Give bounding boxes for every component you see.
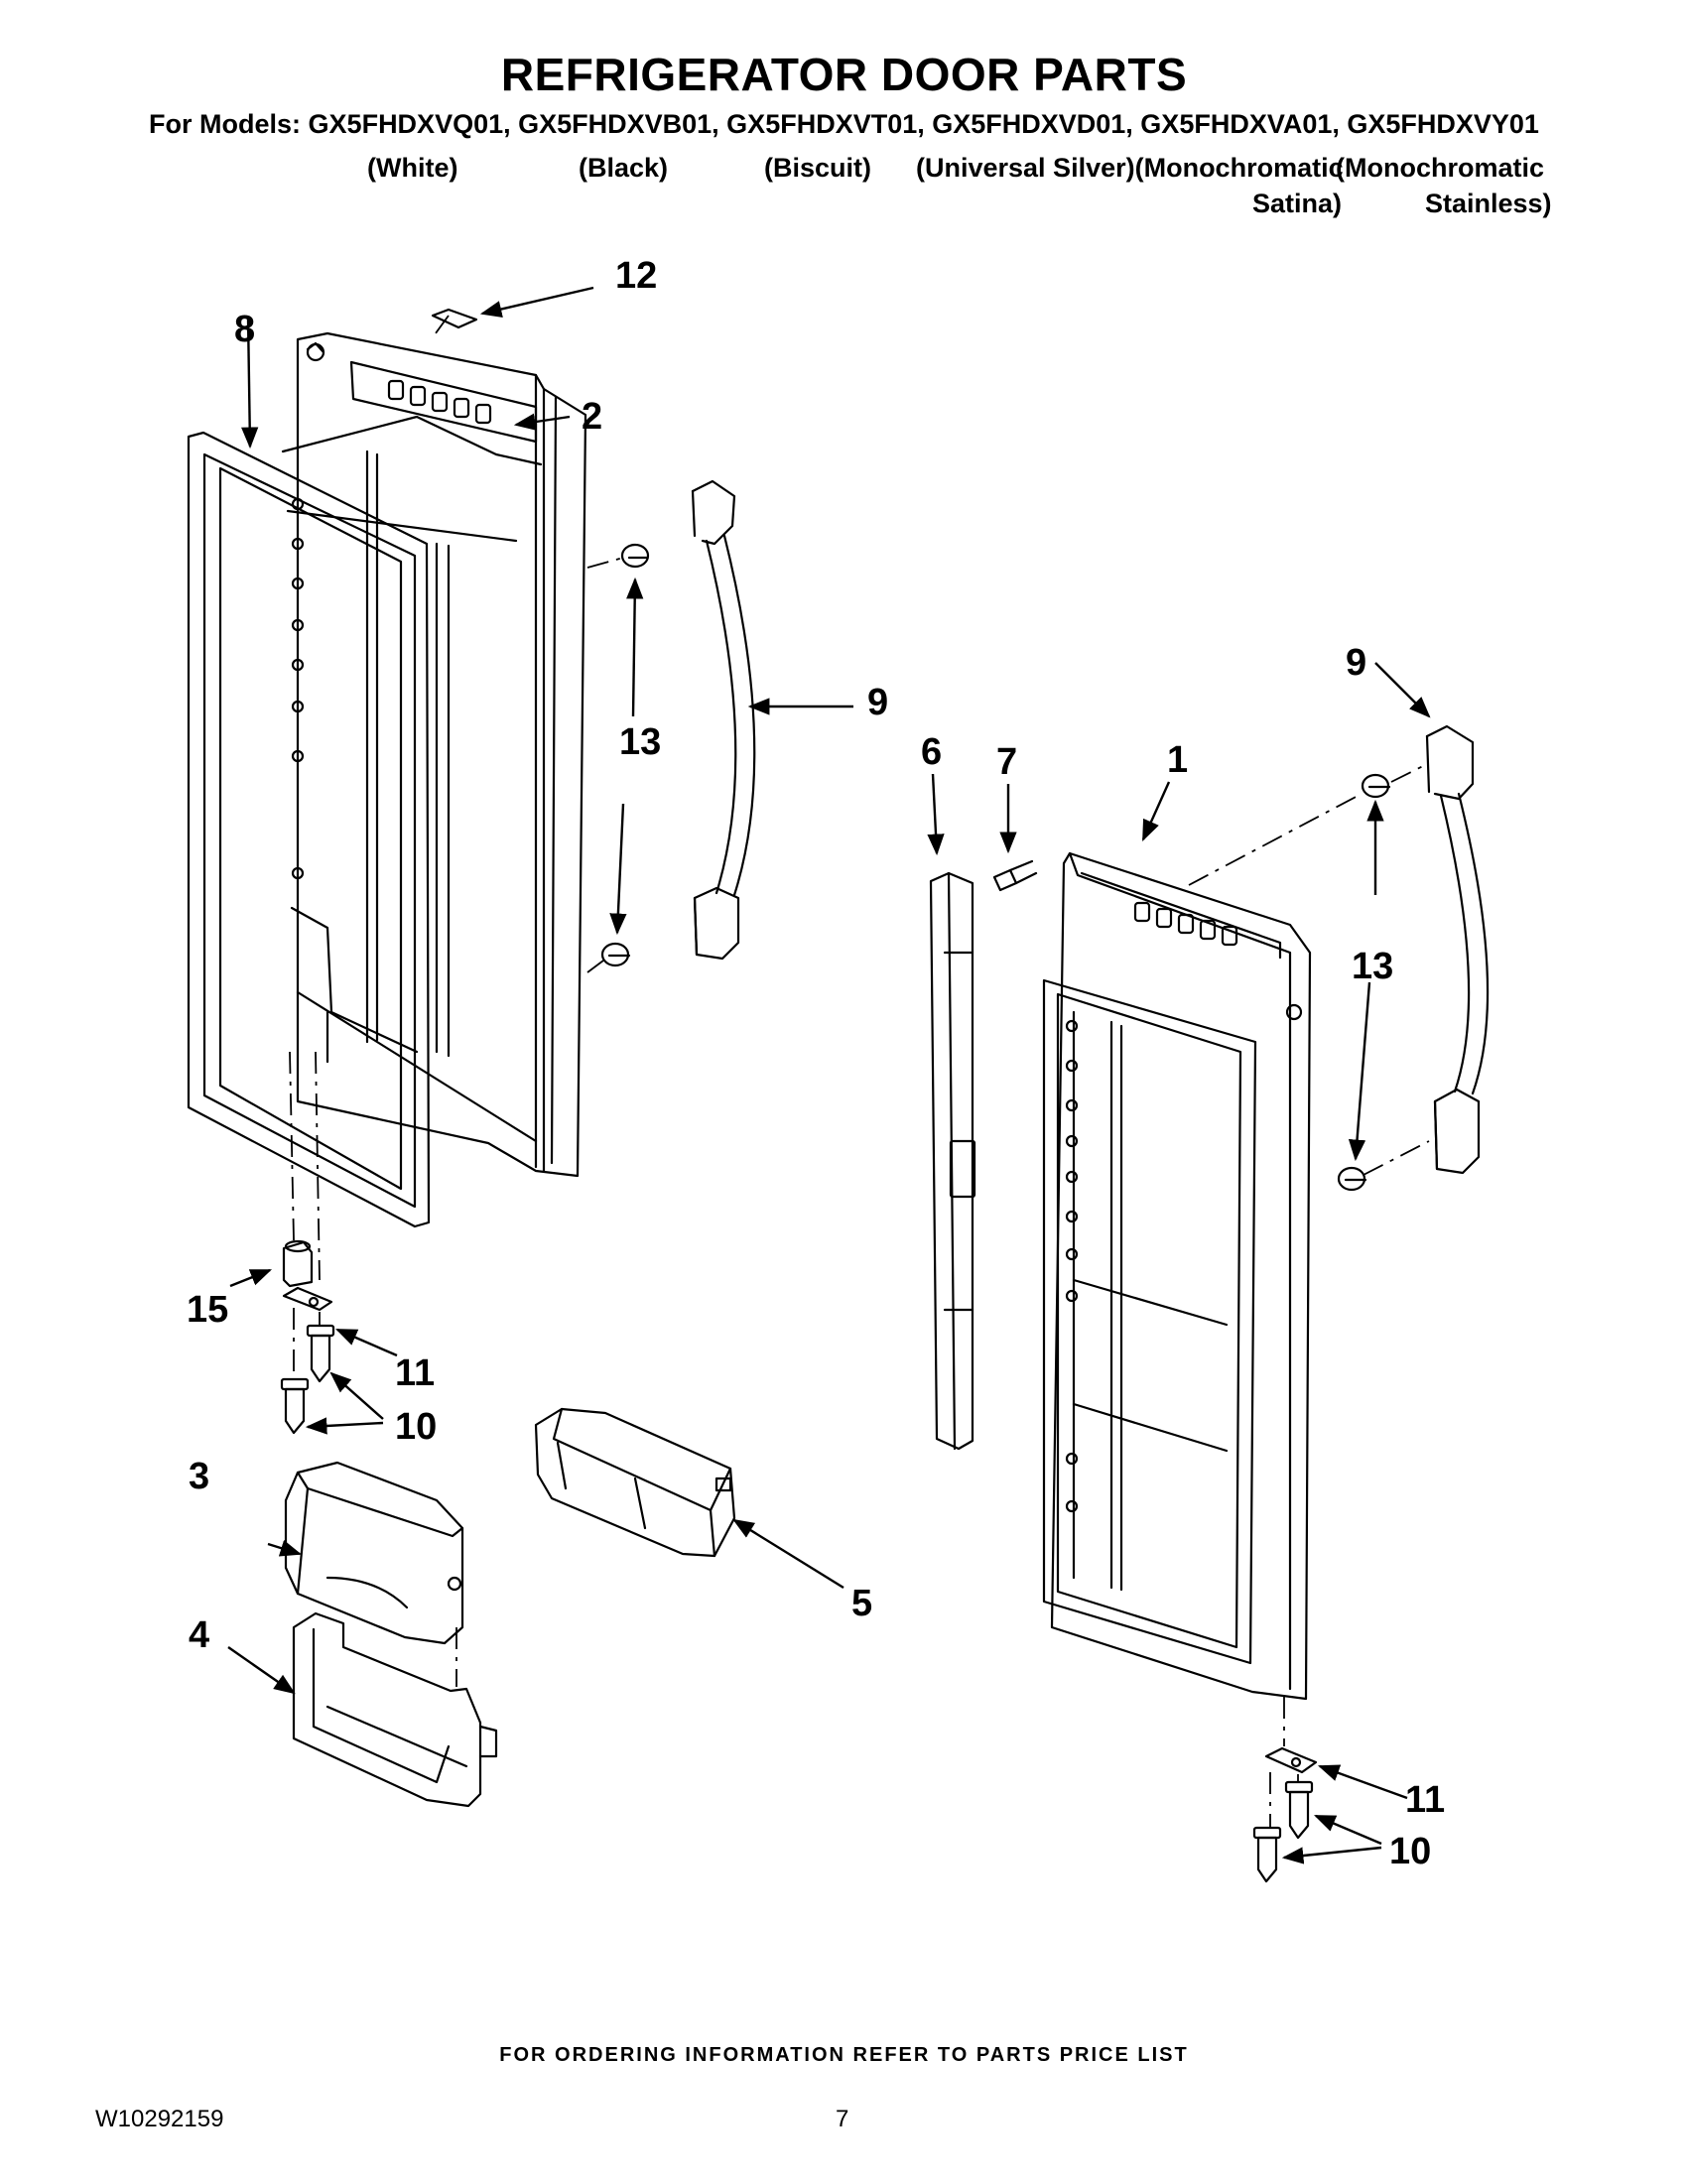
- color-label-black: (Black): [579, 153, 669, 183]
- right-hinge-screw-lower-part-10: [1252, 1826, 1282, 1883]
- color-label-stainless: Stainless): [1425, 189, 1552, 218]
- right-handle-fastener-top-part-13: [1361, 773, 1391, 799]
- callout-5: 5: [851, 1583, 872, 1624]
- color-label-monochromatic-stainless-a: (Monochromatic: [1336, 153, 1545, 183]
- left-handle-fastener-top-part-13: [620, 543, 650, 569]
- callout-4: 4: [189, 1614, 209, 1656]
- door-bin-part-4: [292, 1611, 498, 1808]
- callout-12: 12: [615, 255, 657, 297]
- ordering-note: FOR ORDERING INFORMATION REFER TO PARTS …: [499, 2044, 1189, 2066]
- left-hinge-screw-upper-part-10: [306, 1324, 335, 1383]
- models-line: For Models: GX5FHDXVQ01, GX5FHDXVB01, GX…: [149, 109, 1539, 139]
- callout-13-left: 13: [619, 721, 661, 763]
- left-handle-fastener-bottom-part-13: [600, 942, 631, 967]
- door-trim-strip-part-6: [929, 871, 976, 1451]
- right-handle-fastener-bottom-part-13: [1337, 1166, 1367, 1192]
- callout-10-right: 10: [1389, 1831, 1431, 1872]
- page-number: 7: [836, 2106, 849, 2132]
- callout-2: 2: [582, 396, 602, 438]
- right-door-handle-part-9: [1425, 724, 1490, 1175]
- small-seal-part-12: [431, 308, 478, 329]
- right-door-part-1: [1042, 851, 1312, 1701]
- trim-screw-part-7: [992, 859, 1038, 892]
- leader-arrows: [227, 286, 1431, 1864]
- door-shelf-part-5: [534, 1407, 736, 1558]
- callout-10-left: 10: [395, 1406, 437, 1448]
- left-hinge-screw-lower-part-10: [280, 1377, 310, 1435]
- left-door-outer-part-2: [281, 331, 587, 1178]
- dispenser-cover-part-3: [284, 1461, 464, 1645]
- callout-11-left: 11: [395, 1352, 435, 1394]
- callout-1: 1: [1167, 739, 1188, 781]
- page-title: REFRIGERATOR DOOR PARTS: [500, 49, 1188, 100]
- callout-15: 15: [187, 1289, 228, 1331]
- left-hinge-bushing-part-15: [282, 1239, 314, 1288]
- callout-9-right: 9: [1346, 642, 1366, 684]
- left-door-handle-part-9: [691, 479, 756, 961]
- callout-7: 7: [996, 741, 1017, 783]
- left-door-gasket-part-8: [187, 431, 431, 1228]
- right-hinge-screw-upper-part-10: [1284, 1780, 1314, 1840]
- callout-9-left: 9: [867, 682, 888, 723]
- right-hinge-plate-part-11: [1264, 1746, 1318, 1774]
- left-hinge-plate-part-11: [282, 1286, 333, 1312]
- callout-13-right: 13: [1352, 946, 1393, 987]
- color-label-white: (White): [367, 153, 458, 183]
- document-number: W10292159: [95, 2106, 224, 2132]
- alignment-lines: [289, 315, 1430, 1828]
- color-label-universal-silver: (Universal Silver)(Monochromatic: [916, 153, 1344, 183]
- color-label-biscuit: (Biscuit): [764, 153, 871, 183]
- callout-3: 3: [189, 1456, 209, 1497]
- callout-6: 6: [921, 731, 942, 773]
- callout-11-right: 11: [1405, 1779, 1445, 1821]
- color-label-satina: Satina): [1252, 189, 1343, 218]
- callout-8: 8: [234, 309, 255, 350]
